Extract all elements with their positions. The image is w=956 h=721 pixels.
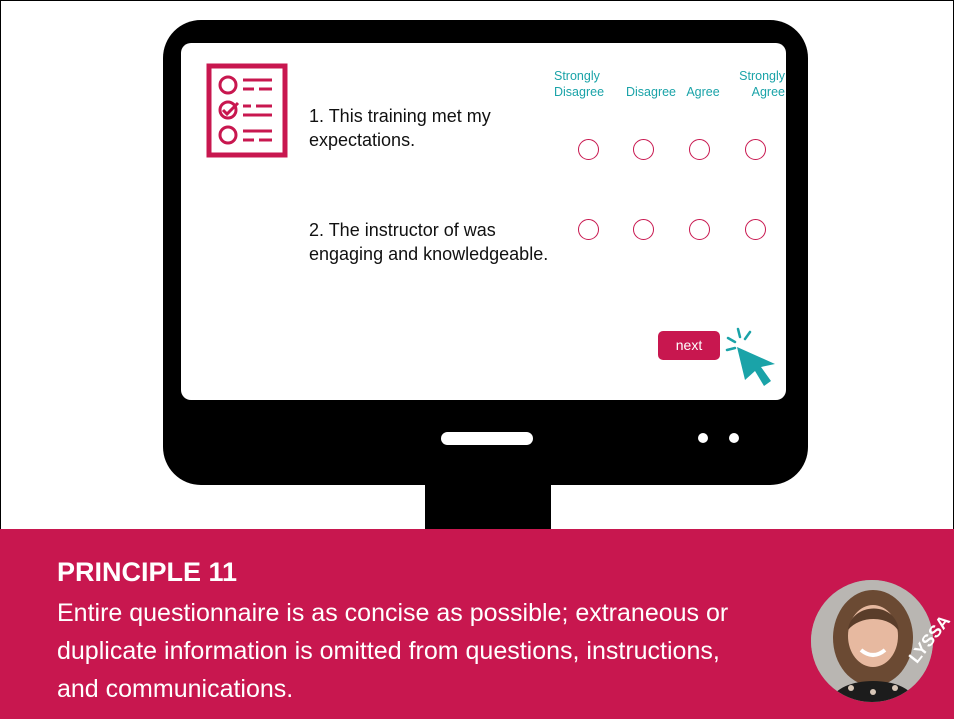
scale-label-line: Strongly	[554, 69, 600, 83]
presenter-avatar	[811, 580, 933, 702]
checklist-icon	[206, 63, 288, 158]
scale-label-line: Disagree	[554, 85, 605, 99]
monitor-indicator-dot	[729, 433, 739, 443]
q2-radio-agree[interactable]	[689, 219, 710, 240]
principle-banner	[0, 529, 954, 719]
monitor-home-bar	[441, 432, 533, 445]
scale-label-strongly-disagree: Strongly Disagree	[554, 68, 622, 100]
scale-label-disagree: Disagree	[625, 85, 677, 99]
monitor-indicator-dot	[698, 433, 708, 443]
q2-radio-strongly-agree[interactable]	[745, 219, 766, 240]
question-2-text: 2. The instructor of was engaging and kn…	[309, 220, 549, 264]
next-button[interactable]: next	[658, 331, 720, 360]
scale-label-line: Agree	[751, 85, 785, 99]
scale-label-line: Strongly	[739, 69, 785, 83]
principle-title: PRINCIPLE 11	[57, 557, 238, 587]
scale-label-strongly-agree: Strongly Agree	[721, 68, 785, 100]
question-1-text: 1. This training met my expectations.	[309, 106, 491, 150]
q1-radio-disagree[interactable]	[633, 139, 654, 160]
monitor-stand	[425, 484, 551, 529]
principle-description: Entire questionnaire is as concise as po…	[57, 599, 729, 703]
q1-radio-agree[interactable]	[689, 139, 710, 160]
q1-radio-strongly-disagree[interactable]	[578, 139, 599, 160]
q2-radio-disagree[interactable]	[633, 219, 654, 240]
scale-label-agree: Agree	[686, 85, 720, 99]
q2-radio-strongly-disagree[interactable]	[578, 219, 599, 240]
q1-radio-strongly-agree[interactable]	[745, 139, 766, 160]
cursor-click-icon	[725, 327, 775, 386]
